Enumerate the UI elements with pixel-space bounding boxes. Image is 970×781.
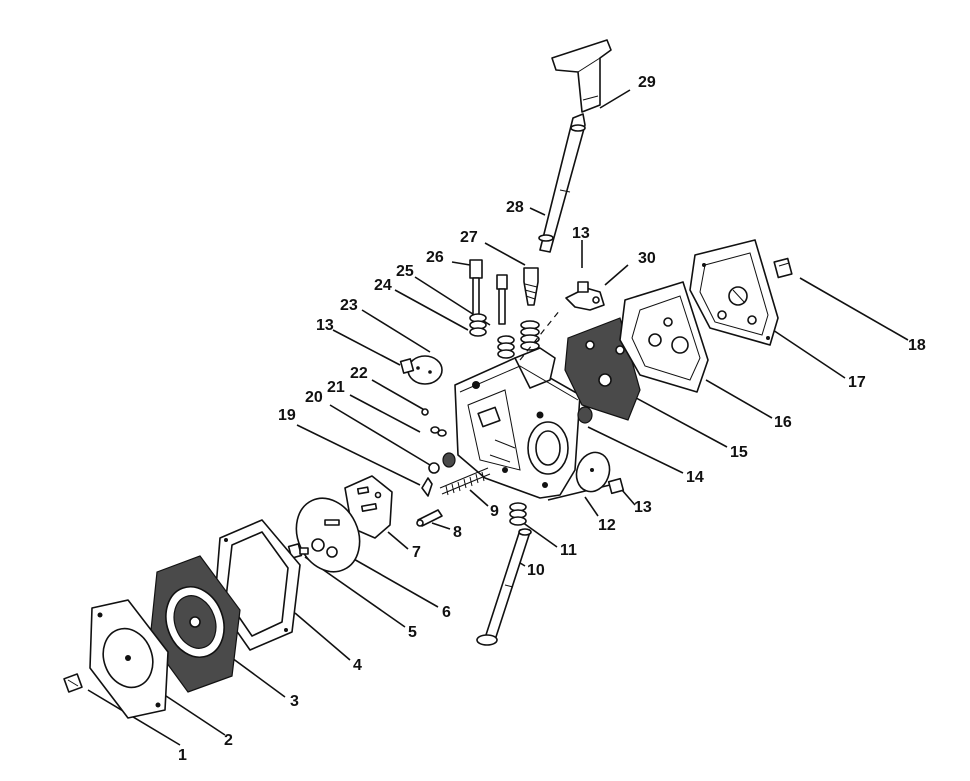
small-parts xyxy=(421,408,456,497)
needle-screw xyxy=(523,267,539,306)
label-20: 20 xyxy=(305,389,323,406)
choke-spring xyxy=(509,502,527,526)
label-24: 24 xyxy=(374,277,392,294)
metering-plate xyxy=(344,475,393,539)
label-10: 10 xyxy=(527,562,545,579)
adjusting-screws xyxy=(469,259,508,325)
label-25: 25 xyxy=(396,263,414,280)
throttle-arm xyxy=(565,281,605,311)
label-22: 22 xyxy=(350,365,368,382)
label-27: 27 xyxy=(460,229,478,246)
label-4: 4 xyxy=(353,657,362,674)
label-16: 16 xyxy=(774,414,792,431)
label-1: 1 xyxy=(178,747,187,764)
metering-diaphragm xyxy=(149,555,241,693)
springs xyxy=(469,313,540,359)
label-3: 3 xyxy=(290,693,299,710)
cover-screw-right xyxy=(773,257,793,279)
label-7: 7 xyxy=(412,544,421,561)
inlet-spring xyxy=(439,467,491,496)
label-28: 28 xyxy=(506,199,524,216)
label-26: 26 xyxy=(426,249,444,266)
label-18: 18 xyxy=(908,337,926,354)
label-21: 21 xyxy=(327,379,345,396)
cover-screw xyxy=(63,673,83,693)
label-19: 19 xyxy=(278,407,296,424)
label-8: 8 xyxy=(453,524,462,541)
label-17: 17 xyxy=(848,374,866,391)
fuel-pump-cover xyxy=(689,239,779,346)
choke-shaft xyxy=(476,528,532,646)
carburetor-body xyxy=(454,309,581,499)
label-6: 6 xyxy=(442,604,451,621)
label-13-top: 13 xyxy=(572,225,590,242)
label-2: 2 xyxy=(224,732,233,749)
filter-screen xyxy=(577,406,593,424)
label-11: 11 xyxy=(560,542,577,559)
label-14: 14 xyxy=(686,469,704,486)
label-13-left: 13 xyxy=(316,317,334,334)
welch-plug-right xyxy=(575,451,625,495)
welch-plug-left xyxy=(399,355,443,385)
label-29: 29 xyxy=(638,74,656,91)
pump-cover xyxy=(89,599,169,719)
label-23: 23 xyxy=(340,297,358,314)
label-5: 5 xyxy=(408,624,417,641)
leader-lines xyxy=(87,89,909,746)
label-13-right: 13 xyxy=(634,499,652,516)
throttle-shaft xyxy=(538,113,586,253)
inlet-needle xyxy=(416,509,443,527)
label-9: 9 xyxy=(490,503,499,520)
part-labels: 1 2 3 4 5 6 7 8 9 10 11 12 13 13 13 14 1… xyxy=(178,74,926,764)
diaphragm-plate xyxy=(295,497,361,573)
label-30: 30 xyxy=(638,250,656,267)
label-12: 12 xyxy=(598,517,616,534)
label-15: 15 xyxy=(730,444,748,461)
throttle-lever xyxy=(551,39,612,113)
cover-gasket xyxy=(619,281,709,393)
